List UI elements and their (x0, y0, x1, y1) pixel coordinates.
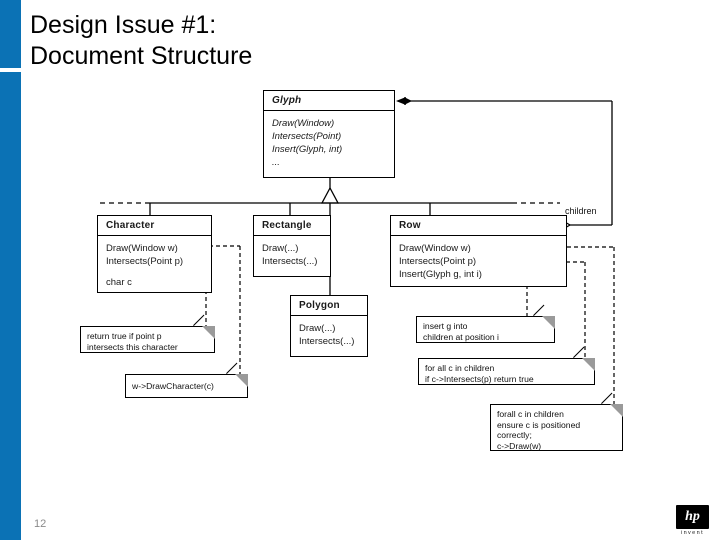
class-name-glyph: Glyph (264, 91, 394, 111)
attribute: char c (106, 277, 132, 288)
note-fold-icon (582, 358, 595, 371)
operation: Draw(Window w) (106, 243, 178, 254)
class-box-glyph[interactable]: Glyph Draw(Window) Intersects(Point) Ins… (263, 90, 395, 178)
operation: Draw(Window) (272, 118, 335, 129)
accent-bar-top (0, 0, 21, 68)
association-label-children: children (565, 206, 597, 216)
class-name-polygon: Polygon (291, 296, 367, 316)
note-character-draw[interactable]: w->DrawCharacter(c) (125, 362, 248, 398)
class-operations-character: Draw(Window w) Intersects(Point p) (98, 236, 211, 272)
class-operations-polygon: Draw(...) Intersects(...) (291, 316, 367, 352)
page-number: 12 (34, 518, 47, 530)
operation: Insert(Glyph, int) (272, 144, 343, 155)
operation: Intersects(Point) (272, 131, 342, 142)
class-operations-row: Draw(Window w) Intersects(Point p) Inser… (391, 236, 566, 285)
class-name-character: Character (98, 216, 211, 236)
note-fold-icon (542, 316, 555, 329)
class-name-rectangle: Rectangle (254, 216, 330, 236)
note-row-draw[interactable]: forall c in children ensure c is positio… (490, 392, 623, 451)
class-box-polygon[interactable]: Polygon Draw(...) Intersects(...) (290, 295, 368, 357)
hp-logo-tagline: invent (680, 530, 705, 536)
operation: Draw(Window w) (399, 243, 471, 254)
hp-logo-mark: hp (685, 509, 700, 524)
note-row-insert[interactable]: insert g into children at position i (416, 304, 555, 343)
operation: Intersects(...) (262, 256, 318, 267)
note-fold-icon (610, 404, 623, 417)
class-name-row: Row (391, 216, 566, 236)
operation: Intersects(Point p) (106, 256, 184, 267)
operation: ... (272, 157, 280, 168)
note-row-intersects[interactable]: for all c in children if c->Intersects(p… (418, 346, 595, 385)
class-box-character[interactable]: Character Draw(Window w) Intersects(Poin… (97, 215, 212, 293)
operation: Draw(...) (299, 323, 336, 334)
operation: Intersects(...) (299, 336, 355, 347)
class-box-rectangle[interactable]: Rectangle Draw(...) Intersects(...) (253, 215, 331, 277)
operation: Insert(Glyph g, int i) (399, 269, 482, 280)
note-fold-icon (202, 326, 215, 339)
class-operations-rectangle: Draw(...) Intersects(...) (254, 236, 330, 272)
class-attributes-character: char c (98, 272, 211, 293)
note-fold-icon (235, 374, 248, 387)
operation: Intersects(Point p) (399, 256, 477, 267)
accent-bar-main (0, 72, 21, 540)
note-character-intersects[interactable]: return true if point p intersects this c… (80, 314, 215, 353)
hp-logo-icon: hp (676, 505, 709, 529)
class-operations-glyph: Draw(Window) Intersects(Point) Insert(Gl… (264, 111, 394, 173)
operation: Draw(...) (262, 243, 299, 254)
page-title: Design Issue #1: Document Structure (30, 11, 253, 70)
class-box-row[interactable]: Row Draw(Window w) Intersects(Point p) I… (390, 215, 567, 287)
